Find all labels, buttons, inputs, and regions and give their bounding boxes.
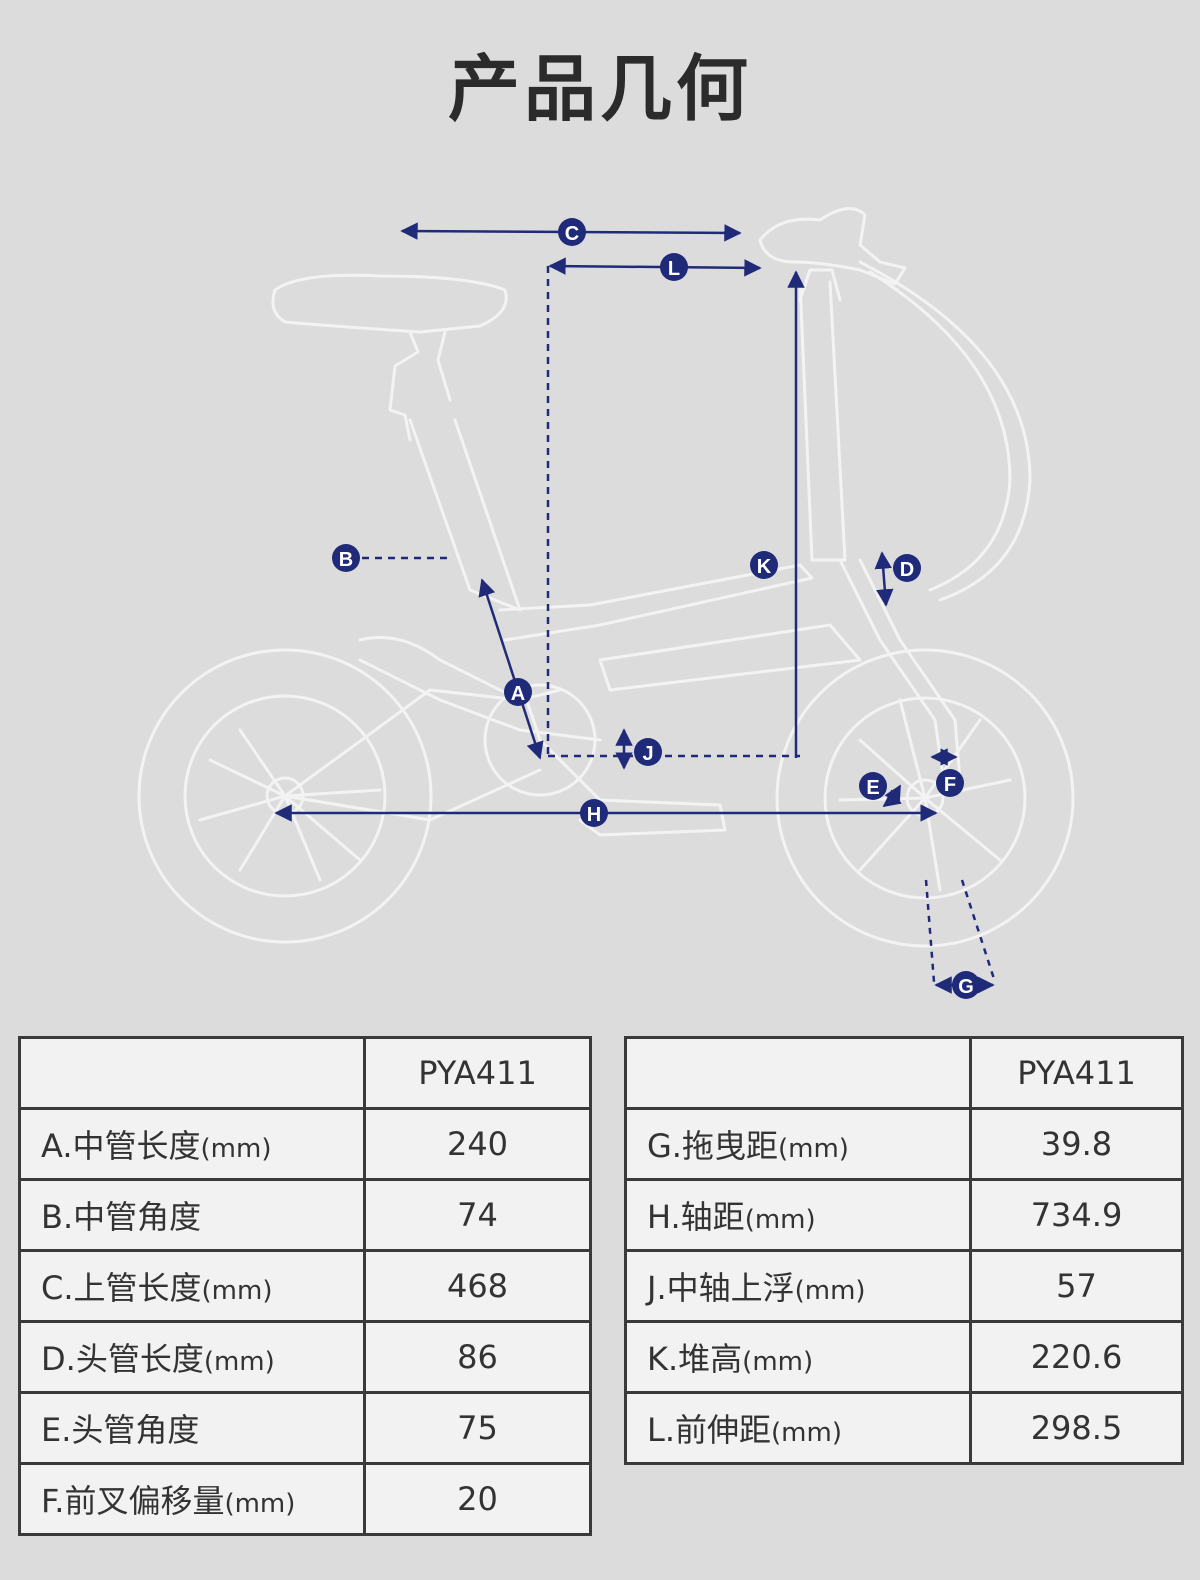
row-unit: (mm) [201,1276,273,1306]
table-row: J.中轴上浮(mm) 57 [624,1249,1184,1323]
model-header: PYA411 [363,1036,592,1110]
table-row: PYA411 [624,1036,1184,1110]
table-row: E.头管角度 75 [18,1391,592,1465]
table-row: G.拖曳距(mm) 39.8 [624,1107,1184,1181]
table-row: F.前叉偏移量(mm) 20 [18,1462,592,1536]
table-row: D.头管长度(mm) 86 [18,1320,592,1394]
marker-c: C [558,218,586,246]
marker-a-label: A [511,683,525,705]
table-row: A.中管长度(mm) 240 [18,1107,592,1181]
front-fork [838,558,947,792]
row-label: H.轴距 [647,1198,745,1236]
row-label: E.头管角度 [41,1411,200,1449]
marker-e-label: E [866,777,879,799]
header-blank [624,1036,972,1110]
handlebar-stem [798,280,847,562]
marker-l-label: L [668,258,680,280]
bike-geometry-diagram: C L B K D A J E F H G [137,207,1075,999]
bicycle-outline [137,207,1075,948]
row-label: J.中轴上浮 [647,1269,795,1307]
row-label: B.中管角度 [41,1198,202,1236]
row-unit: (mm) [200,1134,272,1164]
row-label: K.堆高 [647,1340,743,1378]
marker-j-label: J [642,743,653,765]
spec-table-right: PYA411 G.拖曳距(mm) 39.8 H.轴距(mm) 734.9 J.中… [624,1036,1184,1465]
row-value: 57 [969,1249,1184,1323]
marker-k: K [750,551,778,579]
dim-l-line [548,257,762,277]
row-value: 240 [363,1107,592,1181]
row-value: 74 [363,1178,592,1252]
row-value: 20 [363,1462,592,1536]
handlebar [758,207,907,286]
row-label: D.头管长度 [41,1340,204,1378]
marker-h-label: H [587,804,601,826]
marker-e: E [859,772,887,800]
table-row: B.中管角度 74 [18,1178,592,1252]
row-label: F.前叉偏移量 [41,1482,225,1520]
row-unit: (mm) [777,1134,849,1164]
marker-h: H [580,799,608,827]
table-row: K.堆高(mm) 220.6 [624,1320,1184,1394]
dim-a-line [478,578,544,760]
marker-c-label: C [565,223,579,245]
marker-d-label: D [900,559,914,581]
marker-b: B [332,544,360,572]
model-header: PYA411 [969,1036,1184,1110]
dimension-lines [274,222,997,994]
seat-tube [408,418,522,612]
marker-d: D [893,554,921,582]
dim-e-arc [882,784,902,808]
row-value: 39.8 [969,1107,1184,1181]
table-row: L.前伸距(mm) 298.5 [624,1391,1184,1465]
table-row: PYA411 [18,1036,592,1110]
main-frame [498,563,814,642]
marker-f: F [936,769,964,797]
row-value: 298.5 [969,1391,1184,1465]
row-unit: (mm) [224,1489,296,1519]
row-label: C.上管长度 [41,1269,202,1307]
table-row: H.轴距(mm) 734.9 [624,1178,1184,1252]
row-value: 220.6 [969,1320,1184,1394]
marker-l: L [660,253,688,281]
row-unit: (mm) [771,1418,842,1448]
page-title: 产品几何 [447,47,752,131]
front-wheel [775,648,1075,948]
row-value: 86 [363,1320,592,1394]
row-value: 734.9 [969,1178,1184,1252]
row-label: A.中管长度 [41,1127,201,1165]
header-blank [18,1036,366,1110]
marker-g: G [952,971,980,999]
row-unit: (mm) [744,1205,816,1235]
table-row: C.上管长度(mm) 468 [18,1249,592,1323]
row-value: 468 [363,1249,592,1323]
row-value: 75 [363,1391,592,1465]
marker-a: A [504,678,532,706]
row-unit: (mm) [742,1347,814,1377]
marker-f-label: F [944,774,956,796]
marker-j: J [634,738,662,766]
marker-b-label: B [339,549,353,571]
row-unit: (mm) [794,1276,866,1306]
row-unit: (mm) [203,1347,275,1377]
marker-g-label: G [958,976,974,998]
saddle [271,273,508,334]
dim-d-line [874,551,894,607]
spec-table-left: PYA411 A.中管长度(mm) 240 B.中管角度 74 C.上管长度(m… [18,1036,592,1536]
marker-k-label: K [757,556,772,578]
rear-wheel [137,648,433,944]
row-label: L.前伸距 [647,1411,772,1449]
row-label: G.拖曳距 [647,1127,778,1165]
